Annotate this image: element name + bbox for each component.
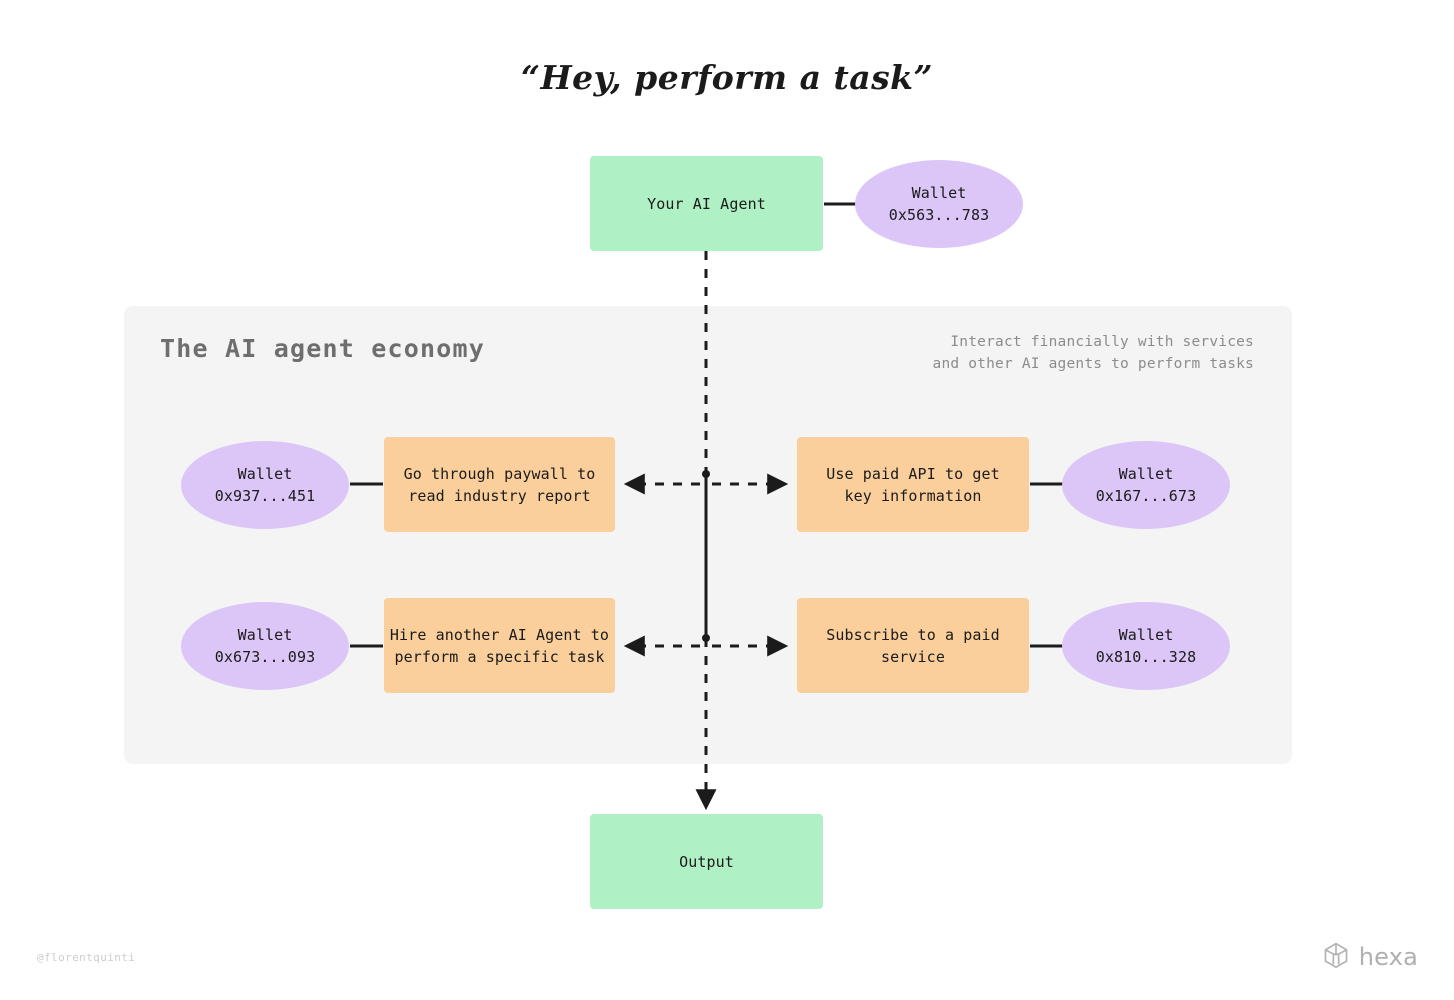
node-task-paywall-line-2: read industry report — [408, 486, 591, 505]
node-wallet-api-address: 0x167...673 — [1095, 487, 1197, 505]
node-wallet-agent[interactable]: Wallet 0x563...783 — [855, 160, 1023, 248]
node-wallet-hire-title: Wallet — [237, 626, 293, 644]
node-task-api-line-2: key information — [844, 486, 982, 505]
node-wallet-subscribe-address: 0x810...328 — [1095, 648, 1197, 666]
node-task-paywall-line-1: Go through paywall to — [403, 464, 596, 483]
node-task-hire-line-2: perform a specific task — [394, 647, 605, 666]
node-task-hire[interactable]: Hire another AI Agent to perform a speci… — [384, 598, 615, 693]
node-wallet-paywall-title: Wallet — [237, 465, 293, 483]
panel-subtitle: Interact financially with services and o… — [834, 332, 1254, 375]
node-wallet-subscribe-title: Wallet — [1118, 626, 1174, 644]
page-title: “Hey, perform a task” — [520, 58, 934, 97]
node-output[interactable]: Output — [590, 814, 823, 909]
node-task-paywall[interactable]: Go through paywall to read industry repo… — [384, 437, 615, 532]
node-your-ai-agent[interactable]: Your AI Agent — [590, 156, 823, 251]
node-task-subscribe-line-2: service — [881, 647, 945, 666]
panel-heading: The AI agent economy — [160, 334, 486, 363]
node-task-subscribe-line-1: Subscribe to a paid — [826, 625, 1000, 644]
node-output-label: Output — [679, 852, 734, 871]
node-wallet-api-title: Wallet — [1118, 465, 1174, 483]
author-handle: @florentquinti — [37, 951, 136, 964]
panel-subtitle-line-1: Interact financially with services — [950, 334, 1254, 350]
brand-logo: hexa — [1322, 941, 1418, 973]
brand-name: hexa — [1358, 943, 1418, 971]
node-your-ai-agent-label: Your AI Agent — [647, 194, 766, 213]
ai-agent-economy-panel — [124, 306, 1292, 764]
cube-icon — [1322, 941, 1350, 973]
node-wallet-api[interactable]: Wallet 0x167...673 — [1062, 441, 1230, 529]
node-task-hire-line-1: Hire another AI Agent to — [389, 625, 610, 644]
node-wallet-hire[interactable]: Wallet 0x673...093 — [181, 602, 349, 690]
node-wallet-agent-address: 0x563...783 — [888, 206, 990, 224]
panel-subtitle-line-2: and other AI agents to perform tasks — [932, 355, 1254, 372]
node-task-api[interactable]: Use paid API to get key information — [797, 437, 1029, 532]
node-task-subscribe[interactable]: Subscribe to a paid service — [797, 598, 1029, 693]
node-task-api-line-1: Use paid API to get — [826, 464, 1000, 483]
node-wallet-subscribe[interactable]: Wallet 0x810...328 — [1062, 602, 1230, 690]
node-wallet-agent-title: Wallet — [911, 184, 967, 202]
node-wallet-paywall-address: 0x937...451 — [214, 487, 316, 505]
node-wallet-paywall[interactable]: Wallet 0x937...451 — [181, 441, 349, 529]
node-wallet-hire-address: 0x673...093 — [214, 648, 316, 666]
